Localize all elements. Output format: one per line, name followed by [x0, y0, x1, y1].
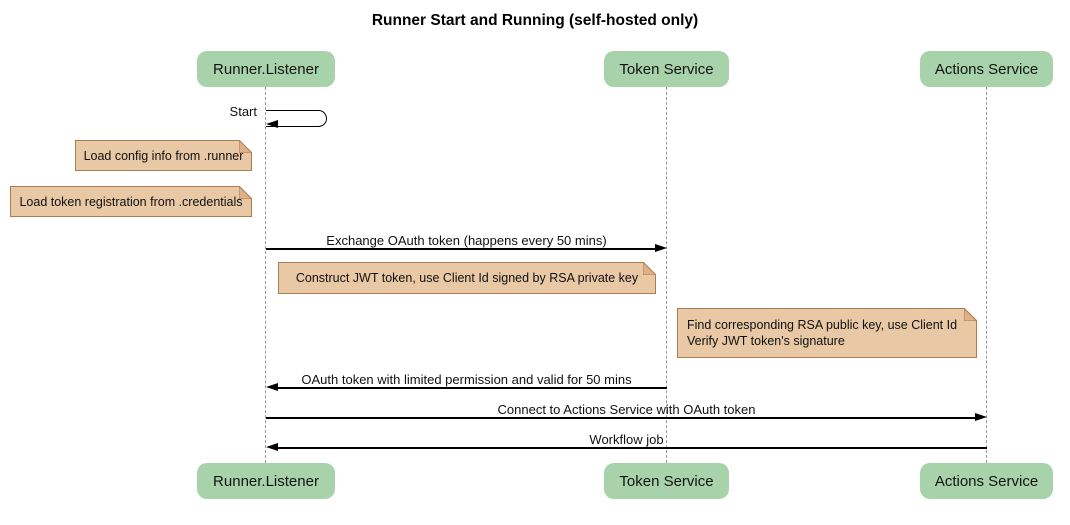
- message-label-oauth-token-return: OAuth token with limited permission and …: [301, 372, 632, 387]
- lifeline-actions-service: [986, 87, 987, 463]
- note-verify-jwt: Find corresponding RSA public key, use C…: [677, 308, 977, 358]
- note-load-token-registration: Load token registration from .credential…: [10, 186, 252, 217]
- actor-actions-service-top: Actions Service: [920, 51, 1053, 87]
- note-text-line2: Verify JWT token's signature: [687, 334, 845, 348]
- note-fold-icon: [964, 308, 977, 321]
- arrowhead-right-icon: [655, 244, 667, 252]
- note-text: Load token registration from .credential…: [19, 194, 243, 209]
- lifeline-token-service: [666, 87, 667, 463]
- actor-actions-service-bottom: Actions Service: [920, 463, 1053, 499]
- message-line: [278, 447, 987, 449]
- arrowhead-right-icon: [975, 413, 987, 421]
- note-text-line1: Find corresponding RSA public key, use C…: [687, 318, 958, 332]
- arrowhead-left-icon: [266, 443, 278, 451]
- message-line: [278, 387, 667, 389]
- note-fold-icon: [643, 262, 656, 275]
- actor-token-service-top: Token Service: [604, 51, 729, 87]
- actor-runner-listener-top: Runner.Listener: [197, 51, 335, 87]
- lifeline-runner-listener: [265, 87, 266, 463]
- message-line: [266, 248, 656, 250]
- arrowhead-left-icon: [266, 383, 278, 391]
- note-fold-icon: [239, 140, 252, 153]
- note-fold-icon: [239, 186, 252, 199]
- self-message-label: Start: [229, 104, 257, 119]
- arrowhead-left-icon: [266, 120, 278, 128]
- note-construct-jwt: Construct JWT token, use Client Id signe…: [278, 262, 656, 294]
- message-label-exchange-oauth: Exchange OAuth token (happens every 50 m…: [326, 233, 607, 248]
- note-text: Load config info from .runner: [83, 148, 244, 163]
- actor-runner-listener-bottom: Runner.Listener: [197, 463, 335, 499]
- actor-token-service-bottom: Token Service: [604, 463, 729, 499]
- message-label-connect-actions: Connect to Actions Service with OAuth to…: [497, 402, 756, 417]
- note-text: Construct JWT token, use Client Id signe…: [295, 271, 639, 285]
- note-load-config: Load config info from .runner: [75, 140, 252, 171]
- diagram-title: Runner Start and Running (self-hosted on…: [371, 12, 699, 29]
- message-line: [266, 417, 975, 419]
- message-label-workflow-job: Workflow job: [589, 432, 664, 447]
- self-message-loop: [266, 110, 327, 127]
